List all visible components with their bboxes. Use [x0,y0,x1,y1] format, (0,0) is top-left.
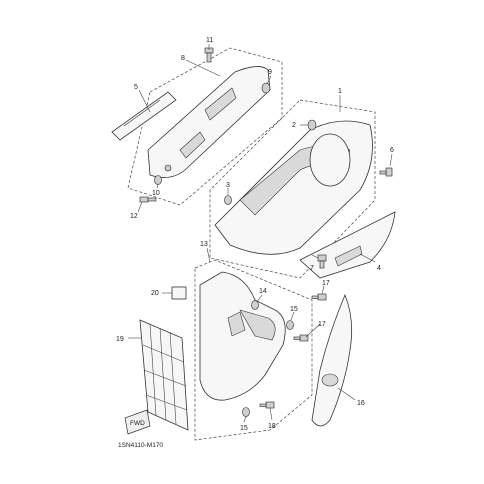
callout-9: 9 [268,69,272,76]
bolt-18 [259,401,275,409]
shroud-graphic-16 [311,293,353,427]
pad-19 [171,286,187,300]
callout-13: 13 [200,241,208,248]
grommet-9 [261,82,271,94]
collar-14 [251,300,259,310]
group-outline-shroud [194,259,313,441]
callout-2: 2 [292,122,296,129]
callout-17-bottom: 17 [318,321,326,328]
shroud-scoop [239,309,276,341]
callout-11: 11 [206,37,213,44]
group-outline-side-cover [127,47,283,206]
cover-grommet [164,164,172,172]
callout-4: 4 [377,265,381,272]
bolt-12 [139,196,157,203]
decal-5 [111,91,177,141]
callout-15-top: 15 [290,306,298,313]
collar-15-bottom [242,407,250,417]
group-outline-cover-1 [209,99,376,279]
callout-8: 8 [181,55,185,62]
graphic-4-logo [334,245,363,267]
collar-10 [154,175,162,185]
grommet-2 [307,119,317,131]
side-cover-right [214,120,373,255]
callout-10: 10 [152,190,160,197]
callout-7: 7 [310,265,314,272]
decal-5-stripe [123,99,161,127]
side-cover-slot [179,131,206,159]
callout-14: 14 [259,288,267,295]
bolt-6 [379,167,393,177]
cover-1-bulge [309,133,351,187]
callout-3: 3 [226,182,230,189]
diagram-code: 1SN4110-M170 [118,442,163,449]
radiator-guard-20 [139,319,189,431]
callout-19: 20 [151,290,159,297]
callout-6: 6 [390,147,394,154]
side-cover-left [147,66,271,178]
collar-3 [224,195,232,205]
callout-12: 12 [130,213,138,220]
callout-20: 19 [116,336,124,343]
collar-15-top [286,320,294,330]
bolt-17-bottom [293,334,309,342]
bolt-17-top [311,293,327,301]
callout-15-bottom: 15 [240,425,248,432]
callout-16: 16 [357,400,365,407]
leader-lines [128,44,393,423]
svg-text:FWD: FWD [130,420,145,427]
callout-1: 1 [338,88,342,95]
side-cover-recess [204,87,237,121]
callout-5: 5 [134,84,138,91]
fwd-arrow: FWD [124,409,151,435]
radiator-shroud [199,271,286,401]
callout-17-top: 17 [322,280,330,287]
callout-18: 18 [268,423,276,430]
callout-labels: 11 8 9 5 1 2 3 6 10 12 7 4 13 20 14 15 1… [116,37,394,432]
shroud-vent [227,311,246,337]
shroud-graphic-logo [321,373,339,387]
bolt-11 [204,47,214,63]
